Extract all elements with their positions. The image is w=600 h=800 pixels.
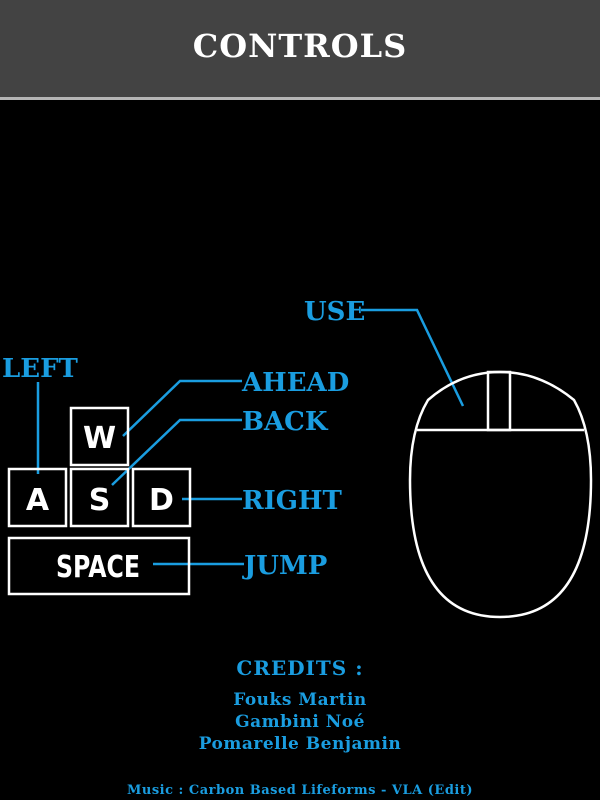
mouse-use-label: USE: [304, 297, 365, 327]
key-w-label: W: [83, 421, 116, 456]
mouse-icon: [408, 370, 593, 619]
action-ahead-label: AHEAD: [241, 368, 349, 398]
page-title: CONTROLS: [192, 26, 408, 65]
key-s: S: [69, 467, 130, 528]
credits-title: CREDITS :: [236, 656, 364, 680]
credit-name-1: Fouks Martin: [233, 690, 367, 710]
key-a: A: [7, 467, 68, 528]
action-jump-label: JUMP: [242, 551, 327, 581]
key-a-label: A: [26, 483, 50, 518]
action-left-label: LEFT: [2, 354, 79, 384]
action-right-label: RIGHT: [242, 486, 343, 516]
back-connector: [111, 418, 242, 486]
music-credit: Music : Carbon Based Lifeforms - VLA (Ed…: [127, 783, 473, 798]
use-connector: [361, 308, 465, 407]
key-d: D: [131, 467, 192, 528]
ahead-connector: [122, 379, 242, 437]
key-w: W: [69, 406, 130, 467]
key-space: SPACE: [7, 536, 191, 596]
credit-name-2: Gambini Noé: [235, 712, 365, 732]
key-d-label: D: [149, 483, 174, 518]
credit-name-3: Pomarelle Benjamin: [198, 734, 402, 754]
mouse-body: [408, 370, 593, 619]
mouse-scroll-wheel: [486, 370, 512, 432]
connector-lines: [36, 308, 465, 566]
key-space-label: SPACE: [56, 550, 140, 585]
action-back-label: BACK: [242, 407, 329, 437]
header-bar: CONTROLS: [0, 0, 600, 100]
key-s-label: S: [89, 483, 111, 518]
